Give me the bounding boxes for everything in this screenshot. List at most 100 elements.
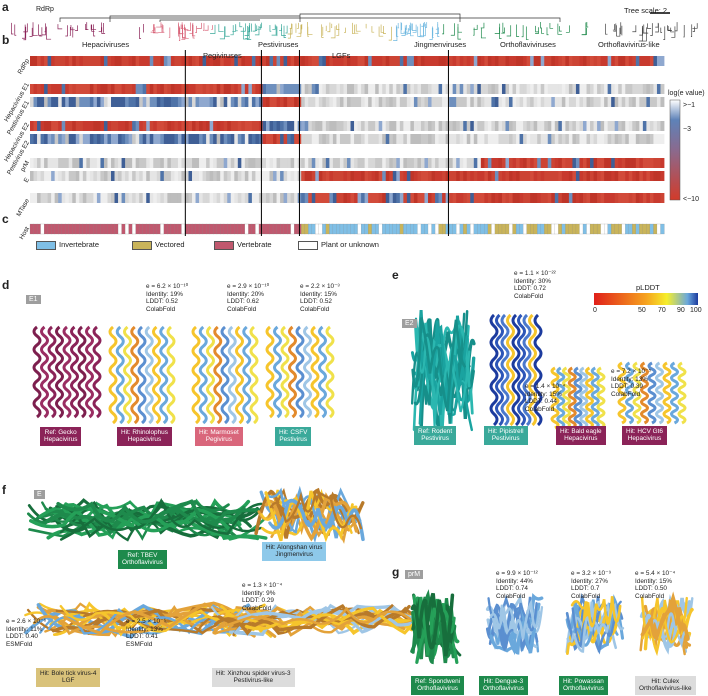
heatmap-cell [649,84,654,94]
heatmap-cell [378,171,383,181]
heatmap-cell [79,121,84,131]
heatmap-cell [565,158,570,168]
tree-branch [257,24,262,30]
heatmap-cell [389,193,394,203]
tree-clade-6 [605,22,698,42]
heatmap-cell [660,158,665,168]
heatmap-cell [251,121,256,131]
heatmap-cell [82,56,87,66]
heatmap-cell [487,97,492,107]
heatmap-cell [170,193,175,203]
heatmap-cell [227,56,232,66]
tree-branch [501,27,505,34]
heatmap-cell [484,193,489,203]
tree-branch [407,22,411,34]
heatmap-cell [611,97,616,107]
heatmap-cell [125,97,130,107]
heatmap-cell [604,56,609,66]
heatmap-cell [597,158,601,168]
protein-helix [227,325,237,425]
tree-branch [211,25,213,30]
host-cell [413,223,418,235]
heatmap-cell [280,56,284,66]
host-cell [385,223,390,235]
heatmap-cell [590,171,594,181]
model-label-line: Orthoflavivirus [563,685,604,693]
tree-branch [150,27,156,33]
protein-helix [280,325,290,419]
heatmap-cell [625,134,630,144]
heatmap-cell [509,158,513,168]
heatmap-cell [287,84,292,94]
heatmap-cell [660,134,665,144]
heatmap-cell [174,97,179,107]
heatmap-cell [89,171,94,181]
heatmap-cell [89,97,94,107]
protein-strand [48,498,252,540]
heatmap-cell [220,171,225,181]
host-cell [389,223,394,235]
heatmap-cell [480,121,485,131]
heatmap-cell [135,134,140,144]
heatmap-cell [628,121,633,131]
host-cell [149,223,154,235]
host-cell [420,223,425,235]
heatmap-cell [445,121,450,131]
heatmap-cell [406,158,411,168]
heatmap-cell [614,97,619,107]
heatmap-cell [586,158,591,168]
heatmap-cell [30,134,34,144]
heatmap-cell [523,97,528,107]
heatmap-cell [565,56,570,66]
heatmap-cell [501,97,506,107]
protein-d-rhinolophus [108,325,176,425]
heatmap-cell [311,193,316,203]
stat-line: ColabFold [227,305,257,313]
heatmap-cell [361,134,366,144]
heatmap-cell [582,171,587,181]
tree-branch [480,27,487,39]
heatmap-cell [519,158,524,168]
heatmap-cell [618,134,623,144]
heatmap-cell [639,193,644,203]
heatmap-cell [273,171,277,181]
heatmap-cell [156,84,161,94]
heatmap-cell [135,121,140,131]
heatmap-cell [406,121,411,131]
protein-strand [570,596,622,628]
heatmap-cell [75,171,80,181]
heatmap-cell [93,84,98,94]
heatmap-cell [72,134,77,144]
heatmap-cell [220,158,225,168]
heatmap-cell [417,134,422,144]
heatmap-cell [280,97,284,107]
host-cell [251,223,256,235]
heatmap-cell [452,121,457,131]
heatmap-cell [199,134,203,144]
host-cell [332,223,337,235]
tree-branch [421,22,425,27]
heatmap-cell [336,134,341,144]
heatmap-cell [572,171,577,181]
heatmap-cell [142,97,147,107]
heatmap-cell [89,193,94,203]
heatmap-cell [241,193,246,203]
heatmap-cell [301,171,306,181]
heatmap-cell [403,84,408,94]
heatmap-cell [435,171,439,181]
heatmap-cell [375,171,380,181]
heatmap-cell [304,84,309,94]
heatmap-cell [618,171,623,181]
heatmap-cell [237,56,242,66]
heatmap-cell [33,171,38,181]
heatmap-cell [33,97,38,107]
protein-helix [647,361,657,425]
heatmap-cell [121,84,126,94]
heatmap-cell [639,158,644,168]
heatmap-cell [181,97,186,107]
heatmap-cell [512,56,517,66]
heatmap-cell [125,171,130,181]
heatmap-cell [509,84,513,94]
